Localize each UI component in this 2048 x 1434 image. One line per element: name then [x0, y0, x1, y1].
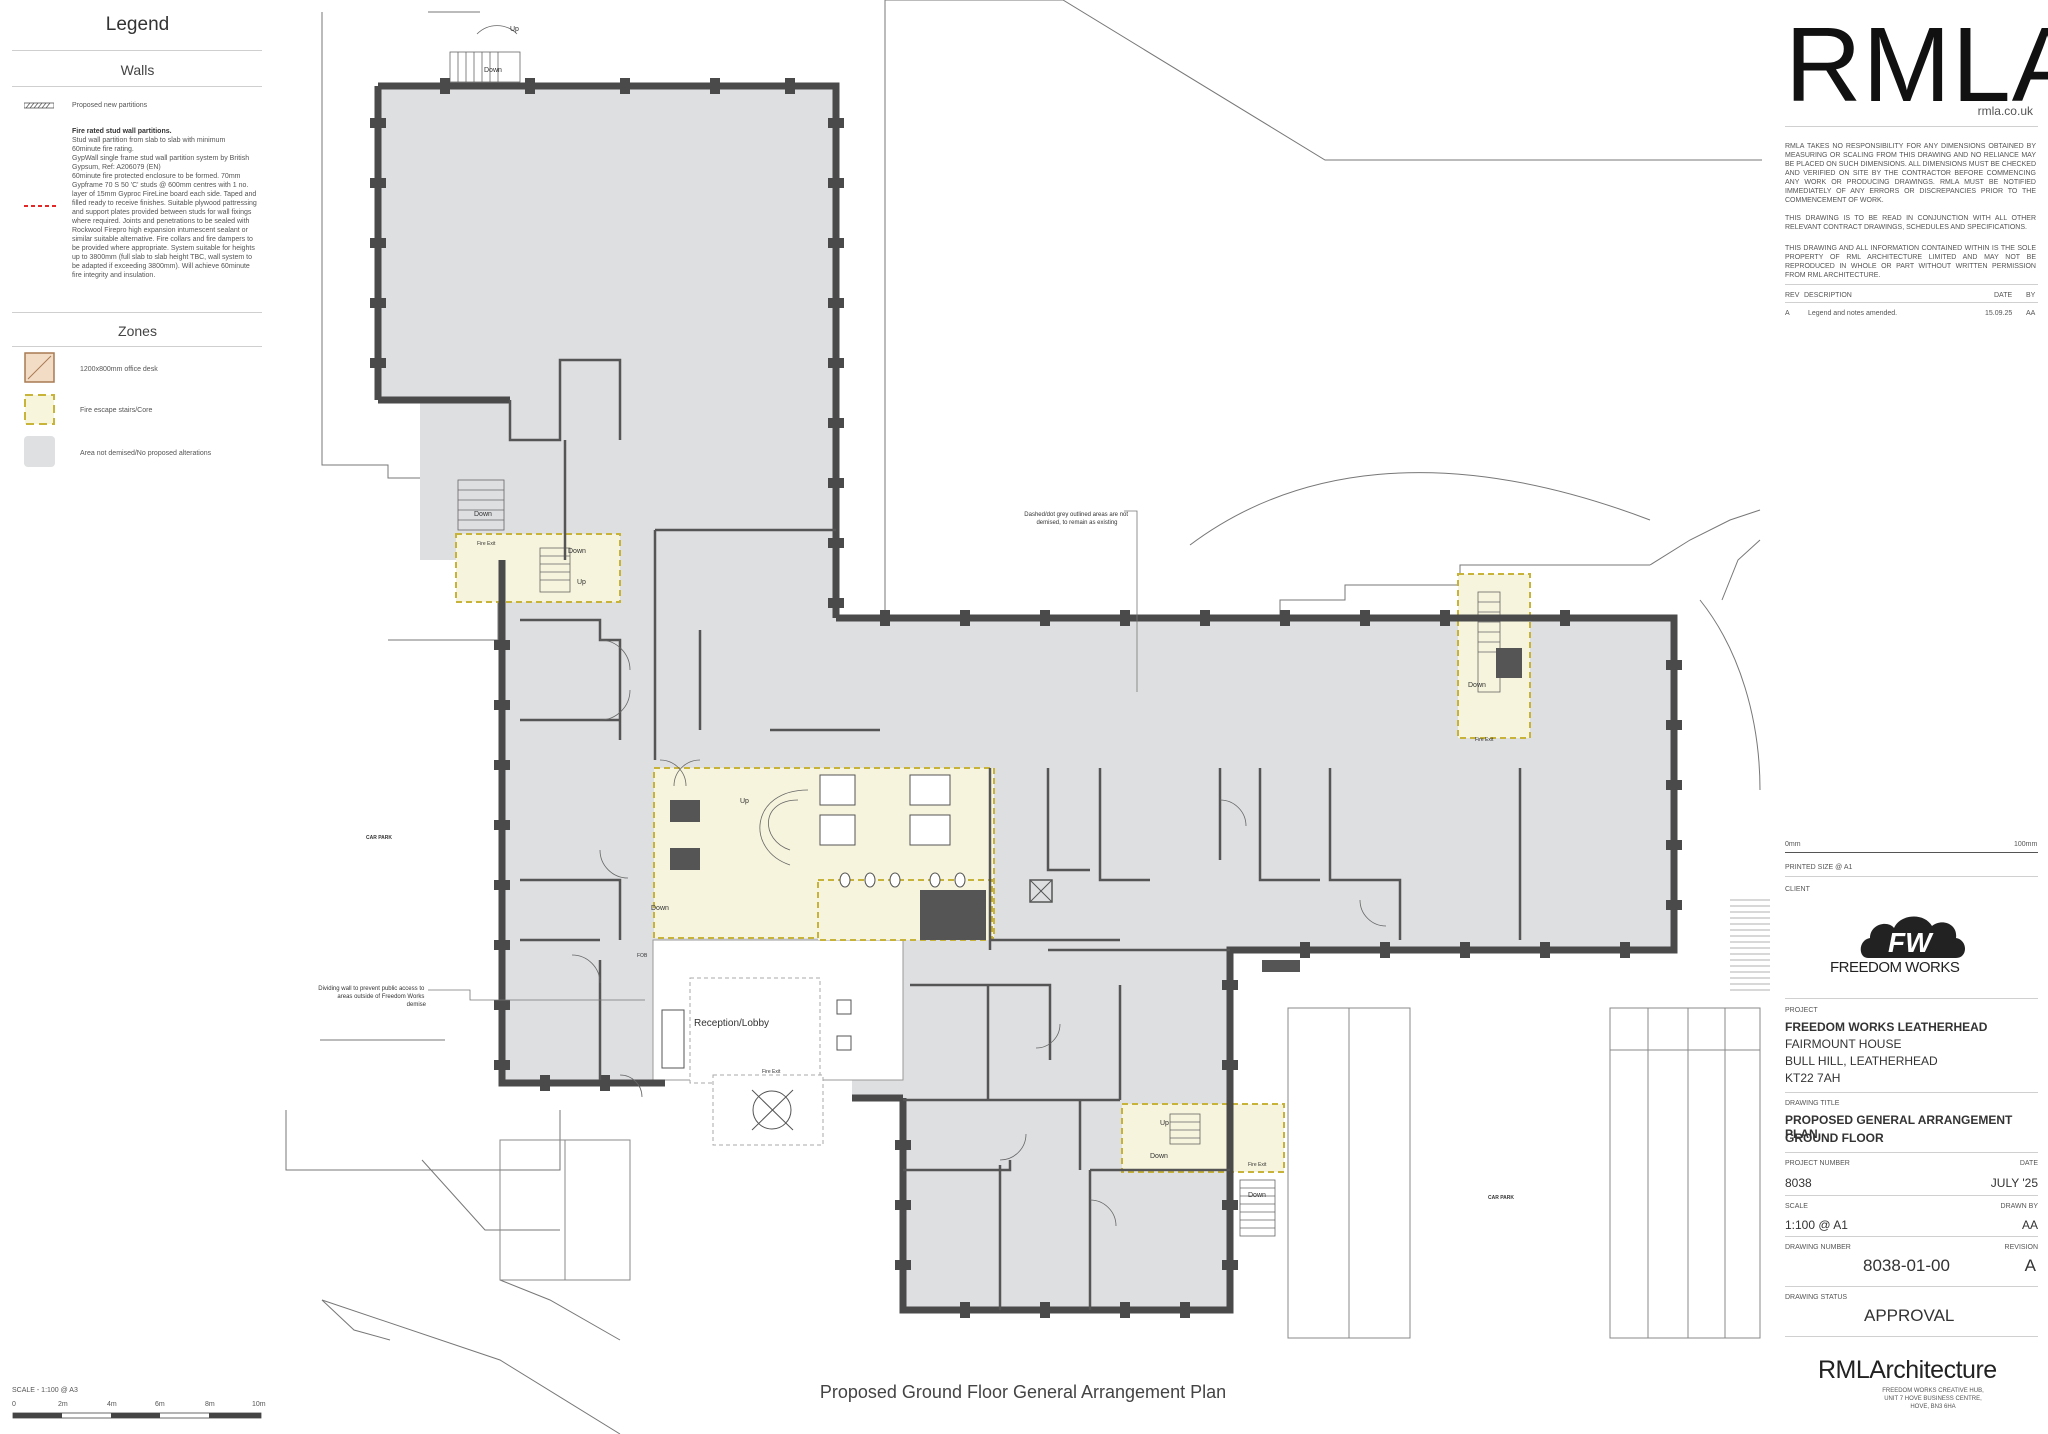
proposed-partitions-label: Proposed new partitions	[72, 102, 148, 109]
printed-size: PRINTED SIZE @ A1	[1785, 864, 1853, 871]
plan-label-down-top: Down	[484, 67, 502, 74]
drawn-by: AA	[2021, 1218, 2038, 1232]
drawing-number-label: DRAWING NUMBER	[1785, 1244, 1851, 1251]
drawing-date: JULY '25	[1990, 1176, 2038, 1190]
plan-label-up-main-stair: Up	[740, 798, 749, 805]
revision-row-rev: A	[1785, 310, 1790, 317]
disclaimer-responsibility: RMLA TAKES NO RESPONSIBILITY FOR ANY DIM…	[1785, 143, 2036, 204]
project-address-line: BULL HILL, LEATHERHEAD	[1785, 1054, 1938, 1068]
plan-label-fire-exit-bottom: Fire Exit	[1248, 1162, 1267, 1168]
dashed-areas-note: Dashed/dot grey outlined areas are not d…	[1024, 512, 1129, 526]
rmla-logo: RMLA	[1785, 6, 2048, 124]
project-number-label: PROJECT NUMBER	[1785, 1160, 1850, 1167]
plan-label-fire-exit-lobby: Fire Exit	[762, 1069, 781, 1075]
walls-heading: Walls	[120, 62, 155, 78]
plan-label-up-bottom-core: Up	[1160, 1120, 1169, 1127]
client-label: CLIENT	[1785, 886, 1810, 893]
project-number: 8038	[1785, 1176, 1812, 1190]
revision-row-description: Legend and notes amended.	[1808, 310, 1898, 317]
plan-label-fob: FOB	[637, 953, 648, 959]
printed-scale-bar	[1785, 852, 2038, 853]
hatched-wall-swatch	[24, 102, 54, 109]
plan-label-reception: Reception/Lobby	[694, 1018, 769, 1029]
date-label: DATE	[2019, 1160, 2038, 1167]
drawing-status-label: DRAWING STATUS	[1785, 1294, 1848, 1301]
legend-scale-bar: SCALE - 1:100 @ A3 0 2m 4m 6m 8m 10m	[12, 1386, 277, 1426]
rml-architecture-logo: RMLArchitecture	[1818, 1356, 1997, 1384]
fire-escape-swatch	[24, 394, 55, 425]
office-desk-label: 1200x800mm office desk	[80, 366, 158, 373]
revision-row-by: AA	[2026, 310, 2036, 317]
drawing-status: APPROVAL	[1864, 1306, 1955, 1325]
not-demised-label: Area not demised/No proposed alterations	[80, 450, 212, 457]
revision-label: REVISION	[2004, 1244, 2038, 1251]
project-label: PROJECT	[1785, 1007, 1818, 1014]
architect-address: FREEDOM WORKS CREATIVE HUB, UNIT 7 HOVE …	[1882, 1388, 1984, 1410]
not-demised-swatch	[24, 436, 55, 467]
drawing-title-floor: GROUND FLOOR	[1785, 1131, 1884, 1145]
fire-escape-label: Fire escape stairs/Core	[80, 407, 153, 414]
plan-label-down-stair-left: Down	[568, 548, 586, 555]
drawn-by-label: DRAWN BY	[2000, 1203, 2038, 1210]
fire-rated-title: Fire rated stud wall partitions.	[72, 128, 172, 135]
plan-label-up-top: Up	[510, 26, 519, 33]
car-park-bays-bottom	[499, 1007, 1761, 1339]
drawing-scale: 1:100 @ A1	[1785, 1218, 1848, 1232]
drawing-title: PROPOSED GENERAL ARRANGEMENT PLAN	[1785, 1113, 2013, 1141]
scale-bar-end: 100mm	[2014, 841, 2038, 848]
dividing-wall-note: Dividing wall to prevent public access t…	[318, 986, 426, 1008]
plan-title: Proposed Ground Floor General Arrangemen…	[819, 1382, 1227, 1402]
revision-value: A	[2024, 1256, 2036, 1275]
fw-logo-letters: FW	[1888, 927, 1934, 958]
plan-label-down-bottom-core: Down	[1150, 1153, 1168, 1160]
project-name: FREEDOM WORKS LEATHERHEAD	[1785, 1020, 1988, 1034]
scale-bar-start: 0mm	[1785, 841, 1801, 848]
plan-label-car-park-left: CAR PARK	[366, 835, 392, 841]
annotation-leaders	[428, 510, 1138, 1001]
reception-lobby-area	[652, 939, 904, 1146]
drawing-number: 8038-01-00	[1863, 1256, 1950, 1275]
plan-label-down-lobby: Down	[651, 905, 669, 912]
plan-label-car-park-right: CAR PARK	[1488, 1195, 1514, 1201]
plan-label-fire-exit-right: Fire Exit	[1475, 737, 1494, 743]
disclaimer-property: THIS DRAWING AND ALL INFORMATION CONTAIN…	[1785, 245, 2036, 279]
drawing-title-label: DRAWING TITLE	[1785, 1100, 1840, 1107]
wall-piers	[370, 78, 1682, 1318]
scale-label: SCALE	[1785, 1203, 1808, 1210]
wc-fixtures	[819, 774, 966, 888]
project-address-line: FAIRMOUNT HOUSE	[1785, 1037, 1902, 1051]
office-desk-swatch	[24, 352, 55, 383]
door-swings	[571, 639, 1387, 1227]
plan-label-down-right-core: Down	[1468, 682, 1486, 689]
zones-heading: Zones	[118, 323, 157, 339]
scale-label: SCALE - 1:100 @ A3	[12, 1387, 78, 1394]
freedom-works-logo: FW	[1860, 916, 1965, 958]
legend-divider	[12, 86, 262, 87]
legend-divider	[12, 50, 262, 51]
stair-treads	[449, 25, 1501, 1237]
legend-title: Legend	[105, 14, 170, 35]
fire-rated-partition-note: Fire rated stud wall partitions. Stud wa…	[72, 127, 267, 280]
red-dashed-line-swatch	[24, 205, 56, 207]
legend-panel: Legend Walls Proposed new partitions Fir…	[0, 0, 275, 1434]
title-block: RMLA rmla.co.uk RMLA TAKES NO RESPONSIBI…	[1778, 0, 2048, 1434]
disclaimer-read-with: THIS DRAWING IS TO BE READ IN CONJUNCTIO…	[1785, 215, 2036, 231]
legend-divider	[12, 312, 262, 313]
plan-label-fire-exit-left: Fire Exit	[477, 541, 496, 547]
client-name: FREEDOM WORKS	[1830, 959, 1960, 976]
lift-shafts	[670, 648, 1522, 972]
site-boundary	[285, 0, 1762, 1434]
plan-label-down-left: Down	[474, 511, 492, 518]
plan-label-up-stair-left: Up	[577, 579, 586, 586]
floor-plan: Down Up Down Fire Exit Down Up CAR PARK …	[285, 0, 1770, 1434]
project-postcode: KT22 7AH	[1785, 1071, 1841, 1085]
external-steps-right	[1730, 899, 1770, 991]
website-link[interactable]: rmla.co.uk	[1977, 104, 2033, 118]
scale-bar-graphic	[12, 1412, 262, 1419]
revision-row-date: 15.09.25	[1985, 310, 2013, 317]
legend-divider	[12, 346, 262, 347]
plan-labels: Down Up Down Fire Exit Down Up CAR PARK …	[318, 26, 1514, 1201]
internal-partitions	[508, 358, 1522, 1310]
plan-label-down-bottom-stair: Down	[1248, 1192, 1266, 1199]
